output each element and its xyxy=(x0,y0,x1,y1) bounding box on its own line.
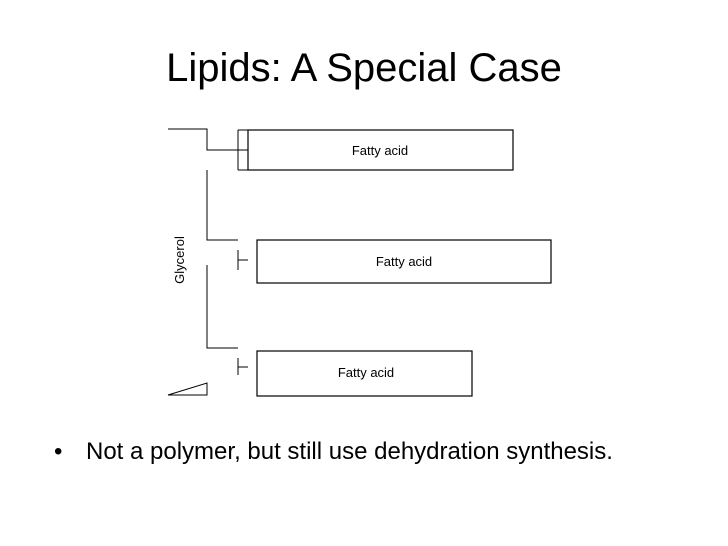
fatty-acid-label-3: Fatty acid xyxy=(338,365,394,380)
lipid-diagram: Glycerol Fatty acid Fatty acid Fatty aci… xyxy=(160,120,560,405)
fatty-acid-label-2: Fatty acid xyxy=(376,254,432,269)
bullet-item: • Not a polymer, but still use dehydrati… xyxy=(54,436,694,468)
lipid-diagram-svg: Glycerol Fatty acid Fatty acid Fatty aci… xyxy=(167,128,552,397)
fatty-acid-label-1: Fatty acid xyxy=(352,143,408,158)
fatty-acid-box-1 xyxy=(247,129,514,171)
bullet-list: • Not a polymer, but still use dehydrati… xyxy=(54,436,694,468)
bullet-dot: • xyxy=(54,438,63,465)
glycerol-label: Glycerol xyxy=(172,236,187,284)
slide-title: Lipids: A Special Case xyxy=(166,46,562,90)
bullet-text: Not a polymer, but still use dehydration… xyxy=(86,438,613,465)
fatty-acid-box-3 xyxy=(256,350,473,397)
fatty-acid-box-2 xyxy=(256,239,552,284)
glycerol-inner-line xyxy=(206,129,248,368)
